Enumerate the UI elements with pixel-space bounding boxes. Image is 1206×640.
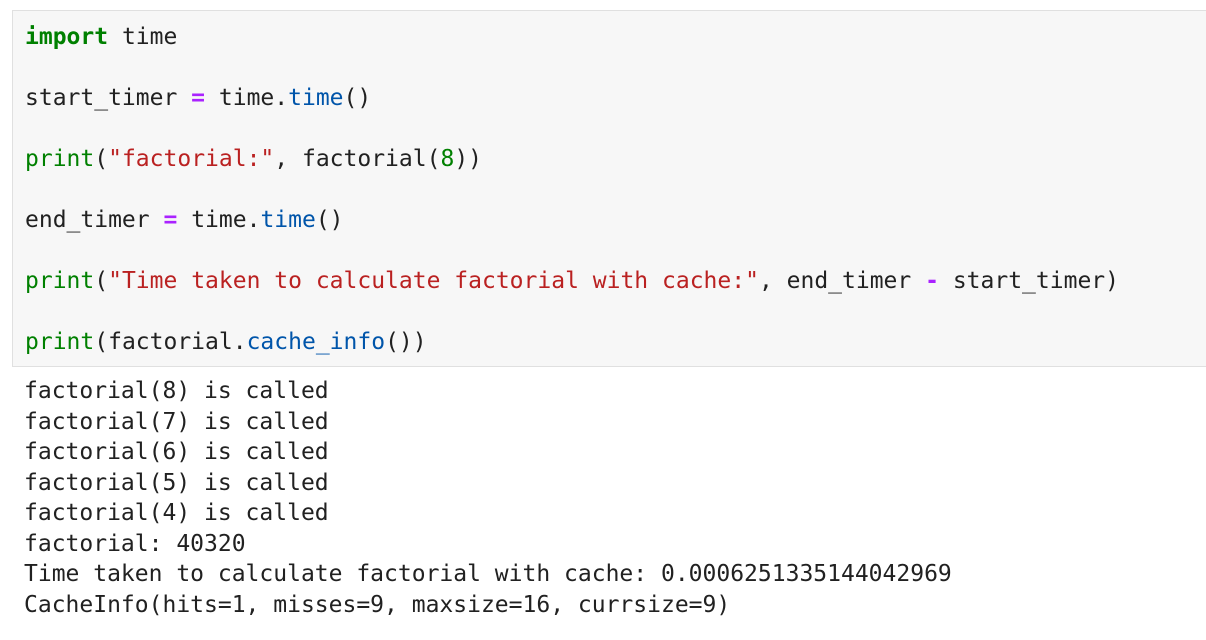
start-timer-ref: start_timer) <box>938 268 1119 294</box>
output-line: CacheInfo(hits=1, misses=9, maxsize=16, … <box>24 591 731 618</box>
module-ref: time. <box>205 85 289 111</box>
output-line: factorial(4) is called <box>24 500 329 526</box>
code-line-start-timer: start_timer = time.time() <box>25 83 371 113</box>
method-cache-info: cache_info <box>246 329 386 355</box>
call-parens: () <box>343 85 372 111</box>
call-parens: () <box>315 207 344 233</box>
module-name: time <box>108 24 178 50</box>
factorial-ref: (factorial. <box>94 329 247 355</box>
factorial-call: , factorial( <box>274 146 441 172</box>
module-ref: time. <box>177 207 261 233</box>
minus-operator: - <box>925 268 939 294</box>
builtin-print: print <box>25 268 95 294</box>
output-line: factorial: 40320 <box>24 530 246 557</box>
close-parens: ()) <box>385 329 427 355</box>
assign-operator: = <box>163 207 178 233</box>
method-time: time <box>260 207 316 233</box>
output-line: factorial(6) is called <box>24 439 329 465</box>
open-paren: ( <box>94 268 109 294</box>
code-line-print-time: print("Time taken to calculate factorial… <box>25 266 1119 296</box>
builtin-print: print <box>25 329 95 355</box>
code-line-print-factorial: print("factorial:", factorial(8)) <box>25 144 482 174</box>
method-time: time <box>288 85 344 111</box>
number-literal: 8 <box>440 146 455 172</box>
variable-start-timer: start_timer <box>25 85 192 111</box>
end-timer-ref: , end_timer <box>758 268 926 294</box>
string-literal: "Time taken to calculate factorial with … <box>108 268 759 294</box>
code-line-end-timer: end_timer = time.time() <box>25 205 344 235</box>
builtin-print: print <box>25 146 95 172</box>
code-line-print-cache-info: print(factorial.cache_info()) <box>25 327 427 357</box>
code-cell-input[interactable]: import time start_timer = time.time() pr… <box>12 10 1206 367</box>
output-line: factorial(7) is called <box>24 408 329 435</box>
output-line: factorial(5) is called <box>24 469 329 496</box>
string-literal: "factorial:" <box>108 146 275 172</box>
open-paren: ( <box>94 146 109 172</box>
output-line: factorial(8) is called <box>24 378 329 404</box>
keyword-import: import <box>25 24 109 50</box>
cell-output: factorial(8) is called factorial(7) is c… <box>24 376 1194 620</box>
assign-operator: = <box>191 85 206 111</box>
close-parens: )) <box>454 146 483 172</box>
code-line-import: import time <box>25 22 177 52</box>
variable-end-timer: end_timer <box>25 207 164 233</box>
output-line: Time taken to calculate factorial with c… <box>24 561 952 587</box>
